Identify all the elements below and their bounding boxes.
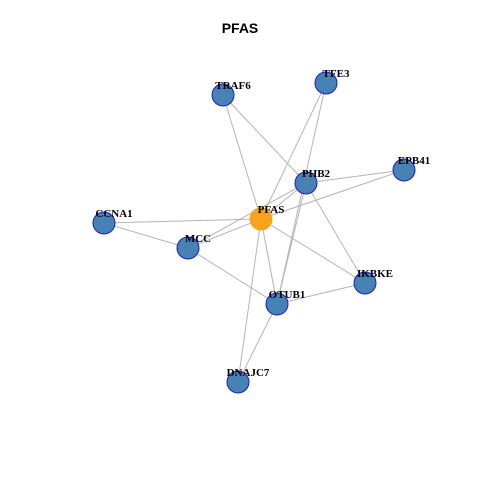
edge-phb2-mcc bbox=[187, 182, 307, 249]
edge-traf6-phb2 bbox=[222, 94, 307, 184]
graph-title: PFAS bbox=[221, 20, 259, 36]
node-traf6[interactable] bbox=[211, 83, 235, 107]
node-tfe3[interactable] bbox=[314, 71, 338, 95]
node-ccna1[interactable] bbox=[92, 211, 116, 235]
node-label-traf6: TRAF6 bbox=[215, 80, 251, 92]
node-label-dnajc7: DNAJC7 bbox=[227, 367, 270, 379]
edge-phb2-ikbke bbox=[305, 182, 366, 284]
node-otub1[interactable] bbox=[265, 292, 289, 316]
edge-phb2-otub1 bbox=[276, 182, 307, 305]
node-ikbke[interactable] bbox=[353, 271, 377, 295]
node-dnajc7[interactable] bbox=[226, 370, 250, 394]
node-epb41[interactable] bbox=[392, 158, 416, 182]
node-label-mcc: MCC bbox=[185, 233, 211, 245]
node-mcc[interactable] bbox=[176, 236, 200, 260]
node-label-ccna1: CCNA1 bbox=[95, 208, 132, 220]
node-label-otub1: OTUB1 bbox=[269, 289, 306, 301]
edge-otub1-ikbke bbox=[276, 282, 366, 305]
node-label-epb41: EPB41 bbox=[398, 155, 430, 167]
edge-pfas-tfe3 bbox=[260, 82, 327, 220]
edge-pfas-epb41 bbox=[260, 169, 405, 220]
edges-layer bbox=[103, 82, 405, 383]
edge-pfas-ccna1 bbox=[103, 218, 262, 224]
edge-otub1-dnajc7 bbox=[237, 303, 278, 383]
node-pfas[interactable] bbox=[249, 207, 273, 231]
edge-pfas-otub1 bbox=[260, 218, 278, 305]
node-label-pfas: PFAS bbox=[258, 204, 285, 216]
edge-pfas-ikbke bbox=[260, 218, 366, 284]
edge-ccna1-mcc bbox=[103, 222, 189, 249]
edge-mcc-otub1 bbox=[187, 247, 278, 305]
nodes-layer bbox=[92, 71, 416, 394]
node-label-tfe3: TFE3 bbox=[323, 68, 350, 80]
edge-pfas-traf6 bbox=[222, 94, 262, 220]
edge-epb41-phb2 bbox=[305, 169, 405, 184]
node-label-phb2: PHB2 bbox=[302, 168, 331, 180]
node-label-ikbke: IKBKE bbox=[357, 268, 393, 280]
edge-pfas-dnajc7 bbox=[237, 218, 262, 383]
edge-pfas-mcc bbox=[187, 218, 262, 249]
node-phb2[interactable] bbox=[294, 171, 318, 195]
